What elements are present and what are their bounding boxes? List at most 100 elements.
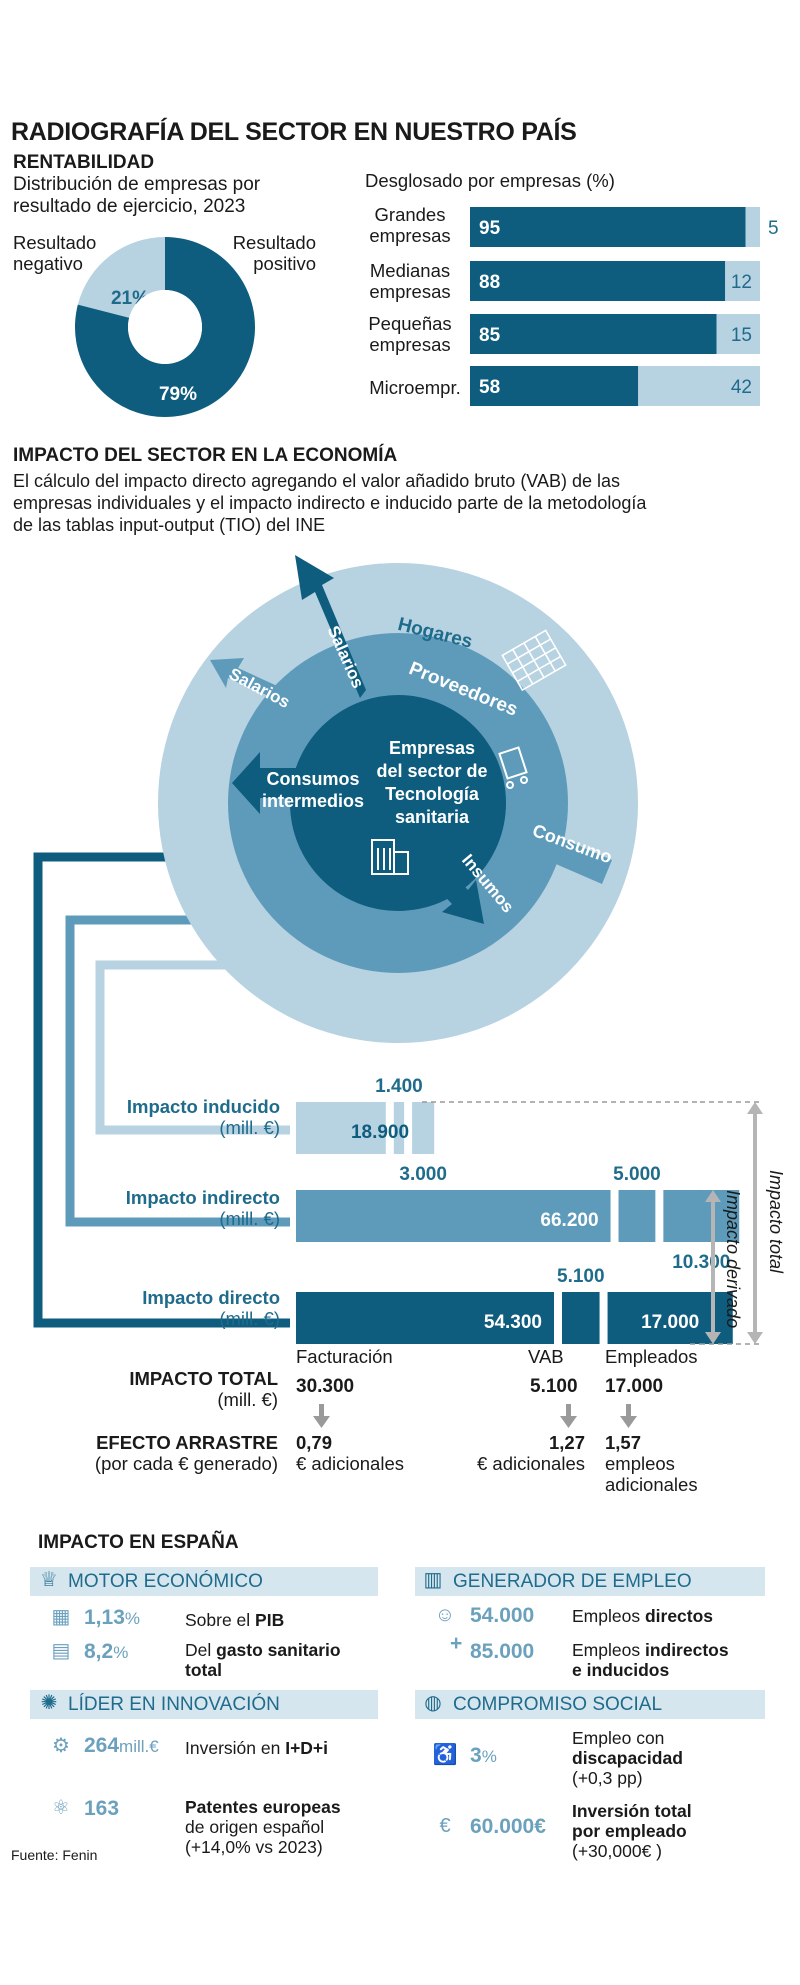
label-consumos-l1: Consumos <box>266 769 359 789</box>
impact-bar-facturacion <box>296 1190 611 1242</box>
efecto-value: 1,57 <box>605 1432 642 1453</box>
description-line: El cálculo del impacto directo agregando… <box>13 471 621 491</box>
innovacion-header: LÍDER EN INNOVACIÓN <box>30 1690 378 1719</box>
label-line: EFECTO ARRASTRE <box>96 1432 278 1453</box>
connector-indirecto <box>65 915 290 1227</box>
desc-text: Empleos <box>572 1640 645 1660</box>
label-impacto-directo: Impacto directo (mill. €) <box>80 1287 280 1329</box>
down-arrow-icon <box>566 1404 571 1418</box>
impact-bar-empleados <box>412 1102 435 1154</box>
rentabilidad-heading: RENTABILIDAD <box>13 152 155 173</box>
total-facturacion: 30.300 <box>296 1376 355 1397</box>
label-line: (por cada € generado) <box>94 1453 278 1474</box>
desc-bold: gasto sanitario <box>216 1640 341 1660</box>
empleo-title: GENERADOR DE EMPLEO <box>453 1571 692 1592</box>
stat-value: 1,13 <box>84 1606 125 1629</box>
bar-label-positive: 95 <box>479 218 501 239</box>
innovacion-title: LÍDER EN INNOVACIÓN <box>68 1694 280 1715</box>
wheelchair-icon: ♿ <box>432 1744 458 1766</box>
category-line: Medianas <box>369 260 451 281</box>
impact-value-vab: 5.100 <box>557 1266 605 1287</box>
connector-inducido <box>95 960 290 1135</box>
gasto-description: Del gasto sanitario total <box>185 1640 341 1680</box>
bar-label-positive: 88 <box>479 272 500 293</box>
desc-text: de origen español <box>185 1817 325 1837</box>
bar-negative <box>638 366 760 406</box>
col-empleados: Empleados <box>605 1346 698 1367</box>
gasto-stat: 8,2% <box>84 1640 128 1664</box>
pib-description: Sobre el PIB <box>185 1610 284 1630</box>
impact-value-empleados: 10.300 <box>672 1252 730 1273</box>
label-impacto-indirecto: Impacto indirecto (mill. €) <box>80 1187 280 1229</box>
desc-text: (+0,3 pp) <box>572 1768 643 1788</box>
pib-stat: 1,13% <box>84 1606 140 1630</box>
page-title: RADIOGRAFÍA DEL SECTOR EN NUESTRO PAÍS <box>11 118 577 146</box>
description-line: de las tablas input-output (TIO) del INE <box>13 515 326 535</box>
impact-bar-vab <box>393 1102 405 1154</box>
chart-people-icon: ▥ <box>423 1569 443 1591</box>
arrow-salarios-inner <box>295 555 366 698</box>
label-consumos-l2: intermedios <box>262 791 364 811</box>
desc-bold: e inducidos <box>572 1660 670 1680</box>
impact-bar-facturacion <box>296 1292 554 1344</box>
label-line: (mill. €) <box>219 1208 280 1229</box>
desc-bold: PIB <box>255 1610 285 1630</box>
rentabilidad-subtitle: Distribución de empresas por resultado d… <box>13 174 260 218</box>
donut-hole <box>128 290 202 364</box>
efecto-value: 1,27 <box>548 1432 585 1453</box>
breakdown-title: Desglosado por empresas (%) <box>365 170 615 191</box>
impact-bar-vab <box>562 1292 600 1344</box>
bar-label-negative: 5 <box>768 218 779 239</box>
desc-bold: directos <box>644 1606 714 1626</box>
inversion-empleado-stat: 60.000€ <box>470 1815 546 1838</box>
bar-category-grandes: Grandes empresas <box>360 204 460 246</box>
circle-empresas <box>290 695 506 911</box>
impacto-sector-description: El cálculo del impacto directo agregando… <box>13 470 646 536</box>
label-line: Impacto indirecto <box>125 1187 280 1208</box>
desc-text: Del <box>185 1640 217 1660</box>
down-arrow-icon <box>620 1416 637 1428</box>
robot-arm-icon: ⚙ <box>52 1735 70 1757</box>
donut-slice-positive <box>75 237 256 417</box>
label-line: Impacto inducido <box>126 1096 280 1117</box>
building-icon <box>371 839 409 875</box>
lightbulb-icon: ✺ <box>40 1692 58 1714</box>
label-line: (mill. €) <box>219 1117 280 1138</box>
efecto-vab: 1,27 € adicionales <box>440 1432 585 1474</box>
indirectos-stat: 85.000 <box>470 1640 535 1663</box>
trophy-icon: ♕ <box>40 1569 58 1591</box>
stat-value: 8,2 <box>84 1640 114 1663</box>
impact-value-empleados: 17.000 <box>641 1312 699 1333</box>
desc-bold: total <box>185 1660 222 1680</box>
patentes-description: Patentes europeas de origen español (+14… <box>185 1797 341 1857</box>
arrow-salarios-outer <box>210 658 308 710</box>
down-arrow-icon <box>319 1404 324 1418</box>
rentabilidad-subtitle-line: resultado de ejercicio, 2023 <box>13 196 246 217</box>
apartment-building-icon <box>501 629 567 692</box>
people-icon: ☺ <box>434 1604 456 1626</box>
directos-description: Empleos directos <box>572 1606 713 1626</box>
total-empleados: 17.000 <box>605 1376 664 1397</box>
indirectos-description: Empleos indirectos e inducidos <box>572 1640 729 1680</box>
impact-value-facturacion: 66.200 <box>540 1210 598 1231</box>
donut-chart: 21% 79% <box>75 237 256 417</box>
down-arrow-icon <box>560 1416 577 1428</box>
bar-label-negative: 42 <box>731 377 752 398</box>
impact-value-facturacion: 18.900 <box>351 1122 409 1143</box>
impact-value-empleados: 3.000 <box>399 1164 447 1185</box>
desc-bold: Patentes europeas <box>185 1797 341 1817</box>
impact-value-facturacion: 54.300 <box>484 1312 542 1333</box>
category-line: empresas <box>369 334 451 355</box>
espana-heading: IMPACTO EN ESPAÑA <box>38 1532 239 1553</box>
impact-bar-empleados <box>663 1190 740 1242</box>
stat-unit: % <box>481 1747 497 1766</box>
center-label-l4: sanitaria <box>395 807 470 827</box>
money-icon: ▦ <box>51 1606 71 1628</box>
down-arrow-icon <box>626 1404 631 1418</box>
label-line: Resultado <box>232 232 316 253</box>
social-header: COMPROMISO SOCIAL <box>415 1690 765 1719</box>
bar-positive <box>470 366 639 406</box>
bar-category-pequenas: Pequeñas empresas <box>360 313 460 355</box>
category-line: empresas <box>369 225 451 246</box>
bar-label-positive: 85 <box>479 325 501 346</box>
